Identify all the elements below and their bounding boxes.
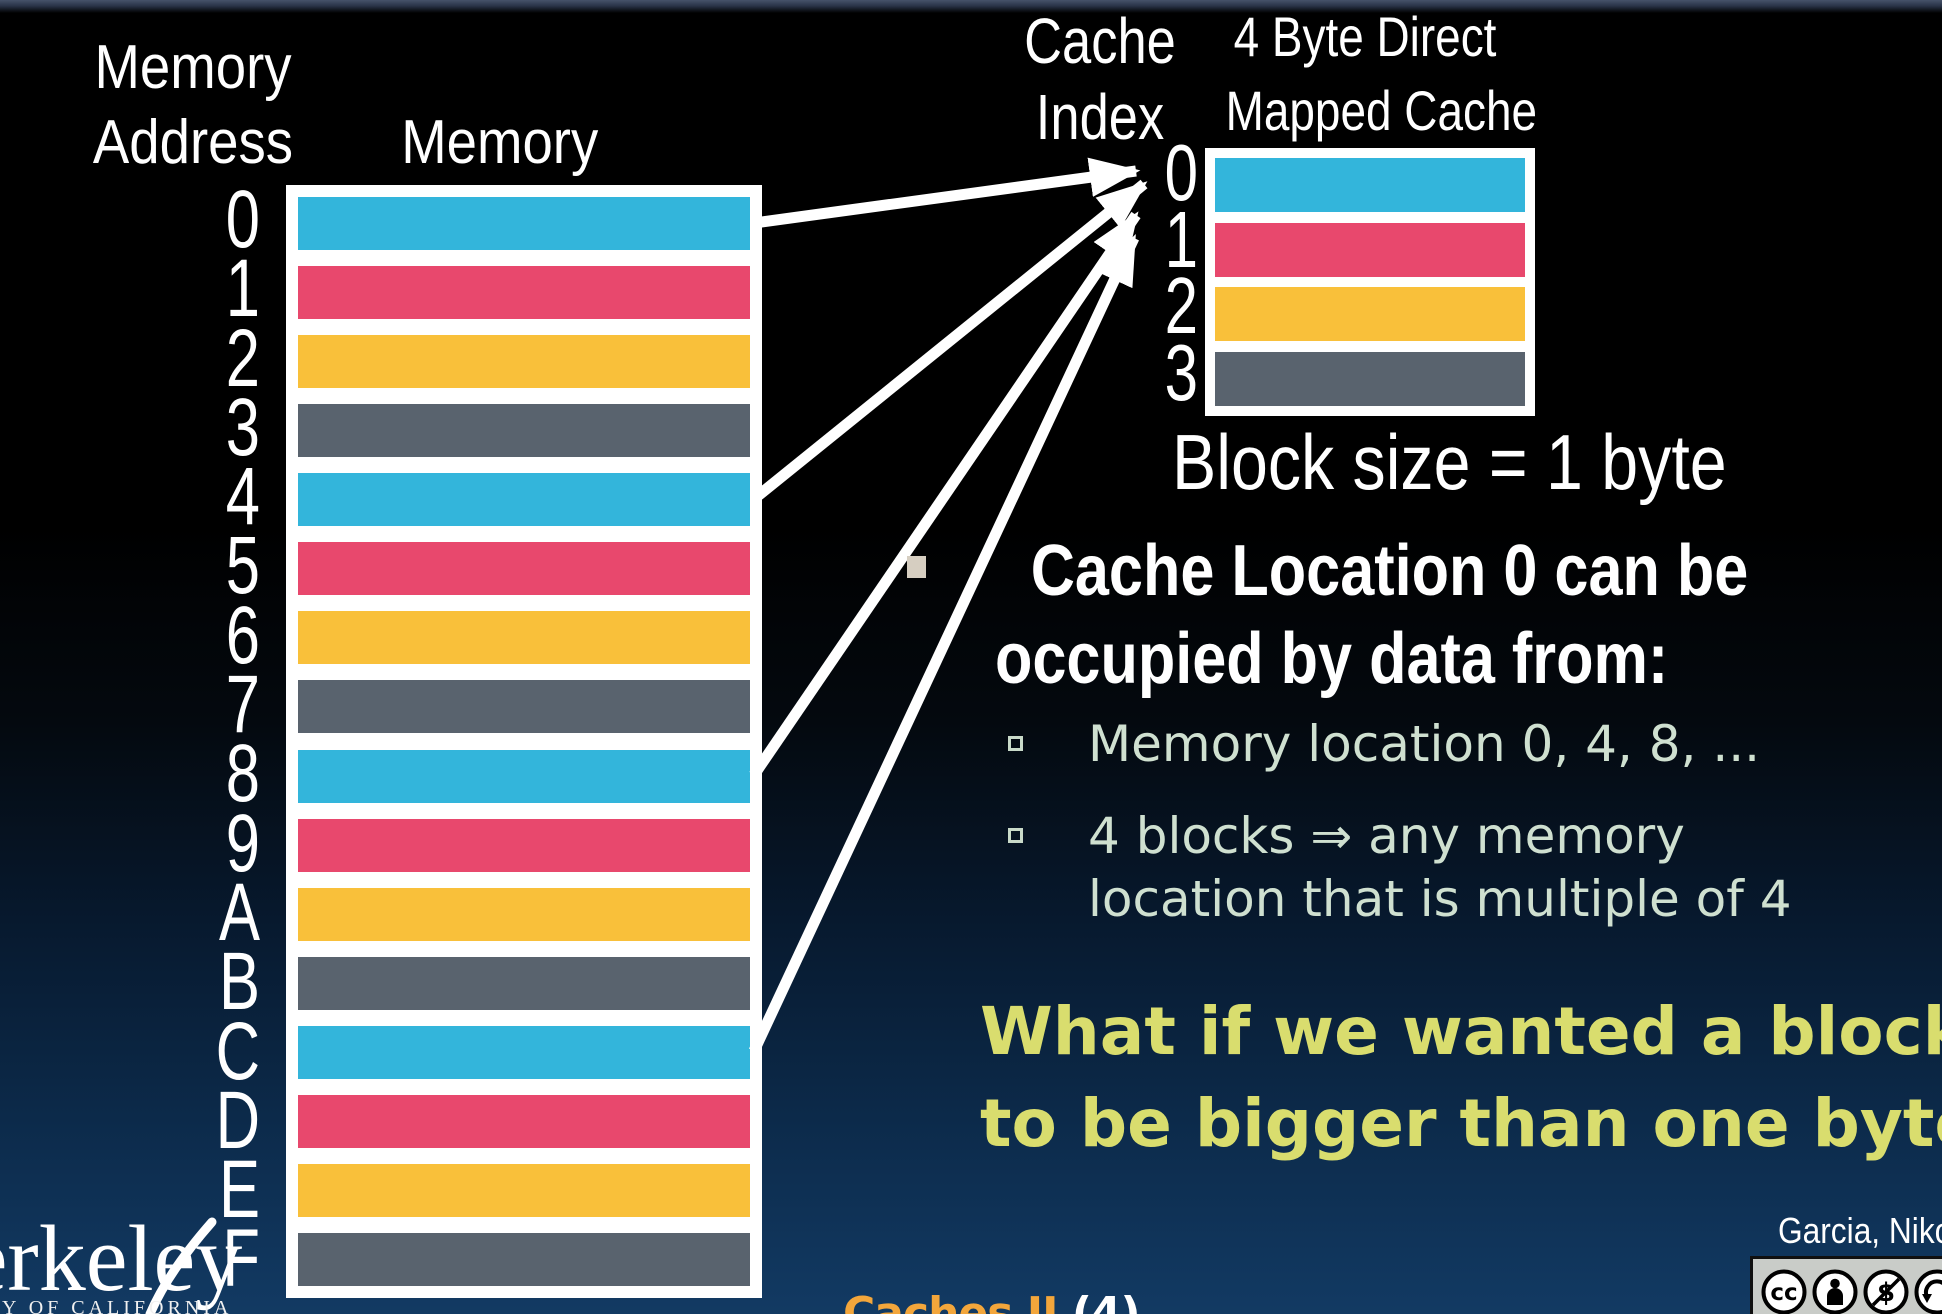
memory-address-heading: Memory Address — [79, 30, 308, 180]
memory-row-E — [298, 1163, 750, 1217]
question-text: What if we wanted a block to be bigger t… — [980, 986, 1942, 1170]
memory-row-0 — [298, 197, 750, 250]
memory-row-1 — [298, 266, 750, 320]
memory-address-8: 8 — [225, 728, 260, 820]
license-sa-icon — [1912, 1267, 1942, 1314]
license-nc-icon: $ — [1861, 1267, 1911, 1314]
memory-address-2: 2 — [225, 312, 260, 404]
memory-row-3 — [298, 404, 750, 458]
cache-index-0: 0 — [1164, 128, 1198, 217]
memory-row-A — [298, 887, 750, 941]
author-credit: Garcia, Niko — [1778, 1210, 1942, 1251]
cache-index-heading-line1: Cache — [1024, 5, 1176, 77]
memory-address-F: F — [222, 1213, 260, 1305]
footer-title: Caches II — [843, 1288, 1058, 1314]
sub-bullet-four-blocks: 4 blocks ⇒ any memory location that is m… — [1088, 805, 1792, 931]
cache-box — [1205, 148, 1535, 416]
memory-row-D — [298, 1094, 750, 1148]
svg-text:cc: cc — [1770, 1280, 1797, 1306]
memory-address-D: D — [215, 1074, 260, 1166]
memory-row-7 — [298, 680, 750, 734]
cache-index-heading: Cache Index — [1010, 3, 1190, 155]
sub-bullet-four-blocks-line1: 4 blocks ⇒ any memory — [1088, 807, 1685, 865]
memory-address-9: 9 — [225, 797, 260, 889]
memory-box — [286, 185, 762, 1298]
window-top-bar — [0, 0, 1942, 13]
memory-row-4 — [298, 473, 750, 527]
license-by-icon — [1810, 1267, 1860, 1314]
bullet-marker-icon — [907, 556, 926, 578]
memory-row-C — [298, 1025, 750, 1079]
cache-title-line1: 4 Byte Direct — [1233, 5, 1497, 68]
cache-title-line2: Mapped Cache — [1225, 79, 1538, 142]
memory-row-B — [298, 956, 750, 1010]
arrow-from-address-0 — [753, 157, 1141, 229]
berkeley-logo-subtext: Y OF CALIFORNIA — [2, 1297, 233, 1314]
memory-address-6: 6 — [225, 589, 260, 681]
memory-address-heading-line1: Memory — [94, 33, 292, 102]
memory-address-heading-line2: Address — [92, 108, 294, 177]
footer-lecture-title: Caches II (4) — [843, 1288, 1141, 1314]
memory-address-4: 4 — [225, 451, 260, 543]
creative-commons-badge: cc $ — [1750, 1256, 1942, 1314]
memory-row-F — [298, 1232, 750, 1286]
sub-bullet-memory-locations: Memory location 0, 4, 8, ... — [1088, 713, 1760, 776]
memory-address-1: 1 — [225, 243, 260, 335]
cache-index-3: 3 — [1164, 327, 1198, 417]
cache-index-1: 1 — [1164, 194, 1198, 284]
cache-location-statement-line1: Cache Location 0 can be — [1030, 531, 1749, 611]
memory-address-7: 7 — [225, 659, 260, 751]
cache-row-2 — [1215, 287, 1525, 342]
question-line2: to be bigger than one byte? — [980, 1085, 1942, 1162]
cache-row-1 — [1215, 222, 1525, 277]
memory-address-C: C — [215, 1005, 260, 1097]
memory-row-6 — [298, 611, 750, 665]
memory-address-3: 3 — [225, 381, 260, 473]
cache-title: 4 Byte Direct Mapped Cache — [1225, 0, 1538, 148]
question-line1: What if we wanted a block — [980, 993, 1942, 1070]
cache-index-2: 2 — [1164, 261, 1198, 350]
memory-row-2 — [298, 335, 750, 389]
arrow-from-address-4 — [750, 179, 1148, 504]
memory-address-5: 5 — [225, 520, 260, 612]
sub-bullet-four-blocks-line2: location that is multiple of 4 — [1088, 870, 1792, 928]
memory-row-9 — [298, 818, 750, 872]
memory-address-E: E — [218, 1144, 260, 1236]
memory-address-B: B — [218, 936, 260, 1028]
memory-row-5 — [298, 542, 750, 596]
memory-heading: Memory — [401, 108, 599, 177]
block-size-note: Block size = 1 byte — [1172, 418, 1727, 506]
memory-address-0: 0 — [225, 174, 260, 265]
license-cc-icon: cc — [1759, 1267, 1809, 1314]
cache-location-statement: Cache Location 0 can be occupied by data… — [995, 527, 1748, 703]
berkeley-logo: Berkeley — [0, 1207, 243, 1311]
cache-index-heading-line2: Index — [1035, 81, 1165, 153]
footer-page-number: (4) — [1071, 1288, 1141, 1314]
cache-row-3 — [1215, 351, 1525, 406]
memory-address-A: A — [218, 866, 260, 958]
memory-row-8 — [298, 749, 750, 803]
cache-location-statement-line2: occupied by data from: — [995, 619, 1669, 699]
cache-row-0 — [1215, 158, 1525, 212]
sub-bullet-marker-icon — [1008, 736, 1023, 751]
sub-bullet-memory-locations-line1: Memory location 0, 4, 8, ... — [1088, 715, 1760, 773]
sub-bullet-marker-icon — [1008, 828, 1023, 843]
